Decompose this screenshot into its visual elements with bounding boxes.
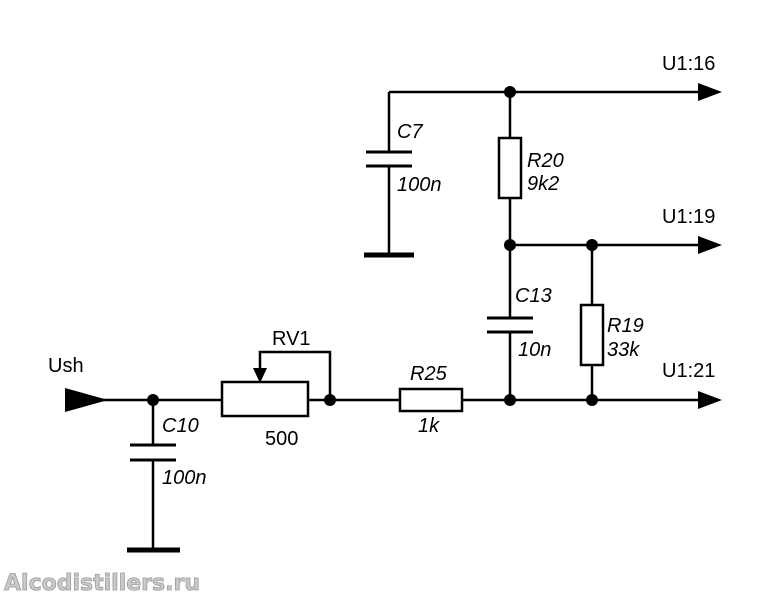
r25-body: [398, 387, 464, 413]
c10-value: 100n: [162, 467, 207, 489]
c13-ref: C13: [515, 285, 552, 307]
input-label: Ush: [48, 355, 84, 377]
output-arrow-u19: [698, 236, 722, 254]
r19-ref: R19: [607, 315, 644, 337]
output-label-u16: U1:16: [662, 53, 715, 75]
junction-mid: [504, 239, 516, 251]
rv1-ref: RV1: [272, 328, 311, 350]
input-arrow: [65, 388, 108, 412]
output-arrow-u16: [698, 83, 722, 101]
junction-c10: [147, 394, 159, 406]
r25-value: 1k: [418, 415, 440, 437]
c7-ref: C7: [397, 121, 423, 143]
c7-value: 100n: [397, 174, 442, 196]
watermark: Alcodistillers.ru: [4, 571, 200, 596]
junction-top: [504, 86, 516, 98]
junction-bottom: [504, 394, 516, 406]
r25-ref: R25: [410, 363, 448, 385]
rv1-body: [220, 380, 310, 418]
output-label-u19: U1:19: [662, 206, 715, 228]
r19-value: 33k: [607, 339, 640, 361]
r20-value: 9k2: [527, 173, 559, 195]
r20-ref: R20: [527, 150, 564, 172]
rv1-wiper-wire: [258, 350, 332, 400]
rv1-value: 500: [265, 428, 298, 450]
r19-body: [579, 303, 605, 367]
junction-mid-r19: [586, 239, 598, 251]
rv1-wiper-arrow: [253, 368, 267, 383]
c13-value: 10n: [518, 339, 551, 361]
output-label-u21: U1:21: [662, 360, 715, 382]
r20-body: [497, 136, 523, 200]
junction-bottom-r19: [586, 394, 598, 406]
junction-rv1: [324, 394, 336, 406]
c10-ref: C10: [162, 415, 199, 437]
output-arrow-u21: [698, 391, 722, 409]
